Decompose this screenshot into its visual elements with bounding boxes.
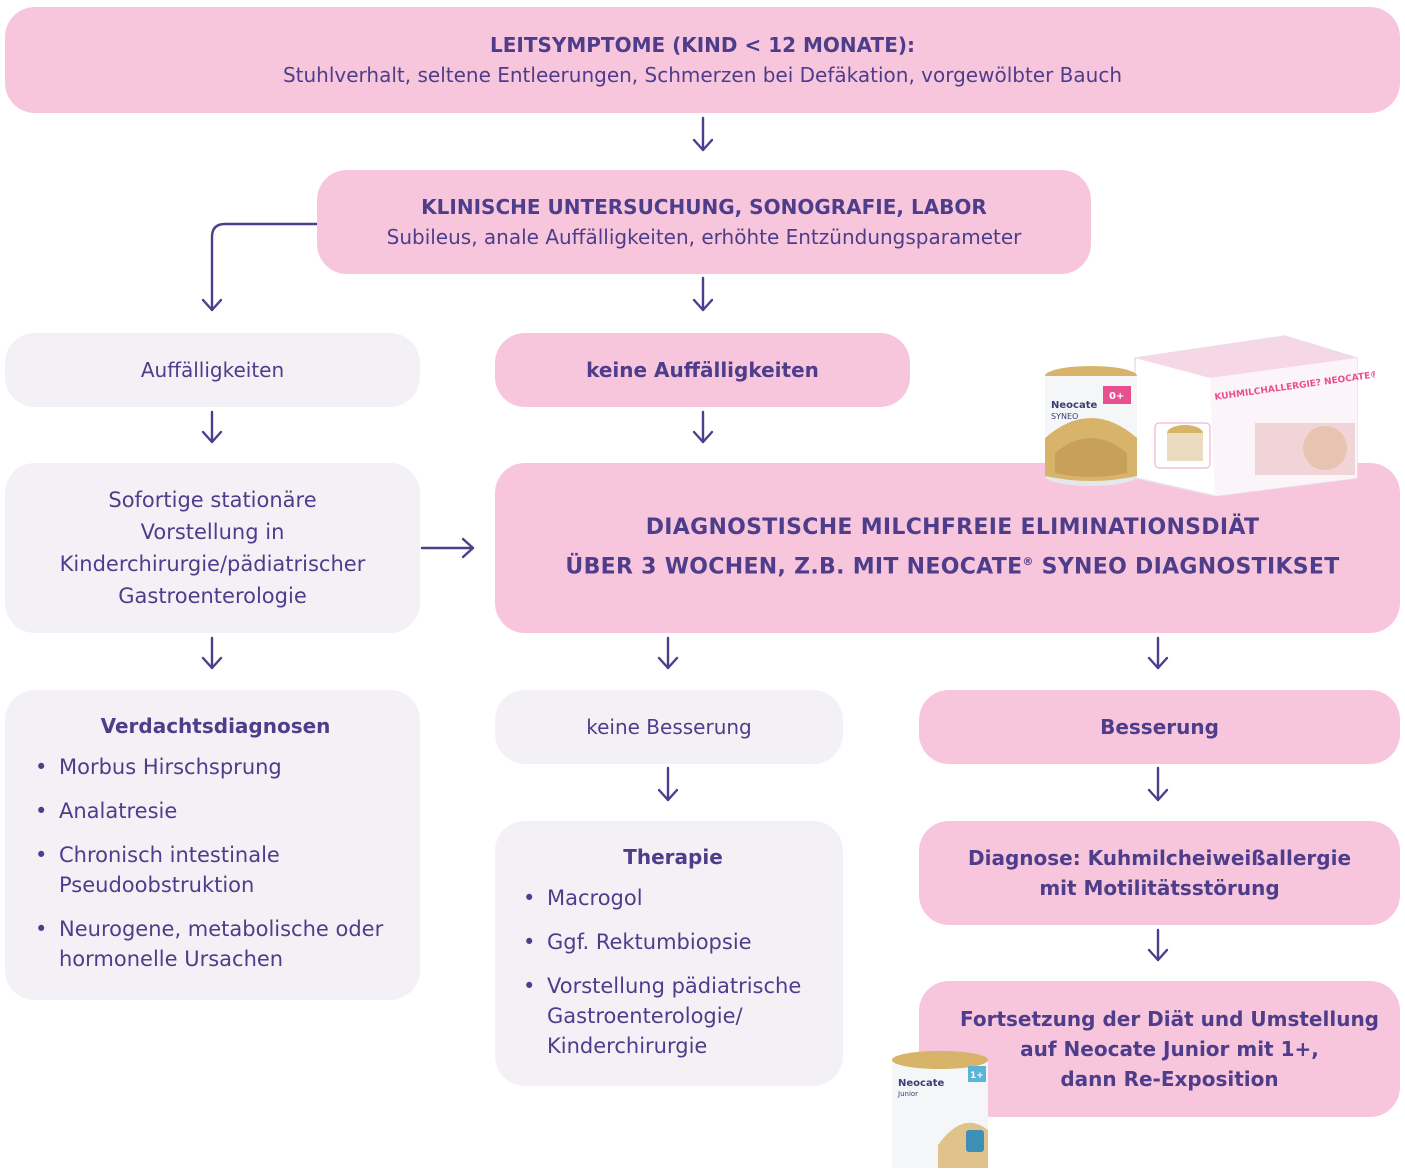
neocate-junior-illustration: 1+ Neocate Junior: [892, 1051, 988, 1168]
junior-can-badge: 1+: [970, 1071, 984, 1081]
diagnosis-line-2: mit Motilitätsstörung: [1039, 876, 1280, 900]
exam-box: KLINISCHE UNTERSUCHUNG, SONOGRAFIE, LABO…: [317, 170, 1091, 274]
list-item: Macrogol: [519, 883, 827, 913]
syneo-can-badge: 0+: [1109, 391, 1124, 402]
arrow-top-to-exam: [692, 116, 714, 152]
suspected-list: Morbus Hirschsprung Analatresie Chronisc…: [31, 752, 400, 988]
list-item: Vorstellung pädiatrische Gastroenterolog…: [519, 971, 817, 1061]
therapy-title: Therapie: [623, 845, 723, 869]
suspected-title: Verdachtsdiagnosen: [100, 714, 331, 738]
list-item: Chronisch intestinale Pseudoobstruktion: [31, 840, 319, 900]
no-findings-box: keine Auffälligkeiten: [495, 333, 910, 407]
neocate-syneo-product-image: KUHMILCHALLERGIE? NEOCATE® SYNEO 0+ Neoc…: [1035, 328, 1405, 503]
therapy-list: Macrogol Ggf. Rektumbiopsie Vorstellung …: [519, 883, 827, 1075]
leitsymptome-text: Stuhlverhalt, seltene Entleerungen, Schm…: [282, 63, 1123, 87]
arrow-improvement-to-diagnosis: [1147, 766, 1169, 802]
registered-mark: ®: [1022, 555, 1034, 569]
junior-can-brand: Neocate: [898, 1078, 944, 1089]
arrow-elimination-to-improvement: [1147, 636, 1169, 670]
continuation-line-2: auf Neocate Junior mit 1+,: [1020, 1037, 1319, 1061]
arrow-elimination-to-no-improvement: [657, 636, 679, 670]
neocate-syneo-illustration: KUHMILCHALLERGIE? NEOCATE® SYNEO 0+ Neoc…: [1045, 335, 1405, 497]
therapy-box: Therapie Macrogol Ggf. Rektumbiopsie Vor…: [495, 821, 843, 1086]
continuation-line-1: Fortsetzung der Diät und Umstellung: [960, 1007, 1379, 1031]
no-findings-label: keine Auffälligkeiten: [586, 358, 819, 382]
arrow-findings-to-referral: [201, 410, 223, 444]
exam-title: KLINISCHE UNTERSUCHUNG, SONOGRAFIE, LABO…: [421, 195, 987, 219]
improvement-label: Besserung: [1100, 715, 1219, 739]
continuation-box: Fortsetzung der Diät und Umstellung auf …: [919, 981, 1400, 1117]
improvement-box: Besserung: [919, 690, 1400, 764]
referral-line-3: Kinderchirurgie/pädiatrischer: [59, 552, 366, 576]
junior-can-name: Junior: [897, 1090, 918, 1098]
elimination-line-2-prefix: ÜBER 3 WOCHEN, Z.B. MIT NEOCATE: [565, 554, 1023, 580]
list-item: Analatresie: [31, 796, 400, 826]
elimination-line-2-suffix: SYNEO DIAGNOSTIKSET: [1033, 554, 1340, 580]
exam-text: Subileus, anale Auffälligkeiten, erhöhte…: [386, 225, 1022, 249]
referral-line-2: Vorstellung in: [140, 520, 285, 544]
list-item: Neurogene, metabolische oder hormonelle …: [31, 914, 399, 974]
leitsymptome-title: LEITSYMPTOME (KIND < 12 MONATE):: [489, 33, 916, 57]
diagnosis-line-1: Diagnose: Kuhmilcheiweißallergie: [967, 846, 1352, 870]
referral-line-4: Gastroenterologie: [118, 584, 307, 608]
no-improvement-box: keine Besserung: [495, 690, 843, 764]
neocate-junior-product-image: 1+ Neocate Junior: [888, 1050, 993, 1170]
arrow-referral-to-elimination: [420, 537, 475, 559]
syneo-can-brand: Neocate: [1051, 400, 1097, 411]
diagnosis-box: Diagnose: Kuhmilcheiweißallergie mit Mot…: [919, 821, 1400, 925]
no-improvement-label: keine Besserung: [586, 715, 752, 739]
referral-box: Sofortige stationäre Vorstellung in Kind…: [5, 463, 420, 633]
elimination-line-2: ÜBER 3 WOCHEN, Z.B. MIT NEOCATE® SYNEO D…: [565, 545, 1339, 584]
arrow-referral-to-suspected: [201, 636, 223, 670]
elimination-line-1: DIAGNOSTISCHE MILCHFREIE ELIMINATIONSDIÄ…: [645, 515, 1260, 541]
suspected-box: Verdachtsdiagnosen Morbus Hirschsprung A…: [5, 690, 420, 1000]
arrow-no-findings-to-elimination: [692, 410, 714, 444]
referral-line-1: Sofortige stationäre: [108, 488, 317, 512]
findings-label: Auffälligkeiten: [140, 358, 285, 382]
findings-box: Auffälligkeiten: [5, 333, 420, 407]
leitsymptome-box: LEITSYMPTOME (KIND < 12 MONATE): Stuhlve…: [5, 7, 1400, 113]
arrow-exam-to-no-findings: [692, 276, 714, 312]
list-item: Ggf. Rektumbiopsie: [519, 927, 827, 957]
syneo-can-name: SYNEO: [1051, 412, 1078, 421]
continuation-line-3: dann Re-Exposition: [1060, 1067, 1279, 1091]
arrow-no-improvement-to-therapy: [657, 766, 679, 802]
arrow-exam-to-findings: [201, 222, 320, 312]
arrow-diagnosis-to-continuation: [1147, 928, 1169, 962]
list-item: Morbus Hirschsprung: [31, 752, 400, 782]
